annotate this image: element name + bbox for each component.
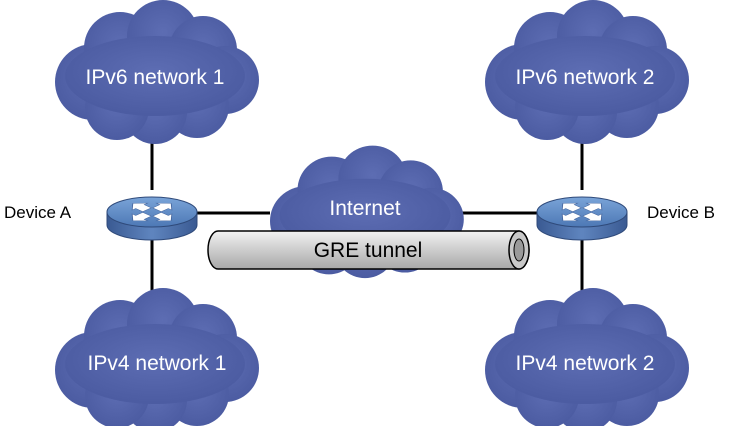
ipv6-network-1-label: IPv6 network 1 — [86, 66, 225, 89]
ipv4-network-2-label: IPv4 network 2 — [516, 352, 655, 375]
device-b-label: Device B — [647, 203, 715, 222]
router-device-a — [106, 196, 198, 241]
router-device-b — [536, 196, 628, 241]
ipv4-network-1-label: IPv4 network 1 — [88, 352, 227, 375]
gre-tunnel — [207, 230, 530, 270]
gre-tunnel-label: GRE tunnel — [314, 239, 423, 262]
ipv6-network-2-label: IPv6 network 2 — [516, 66, 655, 89]
internet-label: Internet — [329, 197, 400, 220]
device-a-label: Device A — [4, 203, 72, 222]
